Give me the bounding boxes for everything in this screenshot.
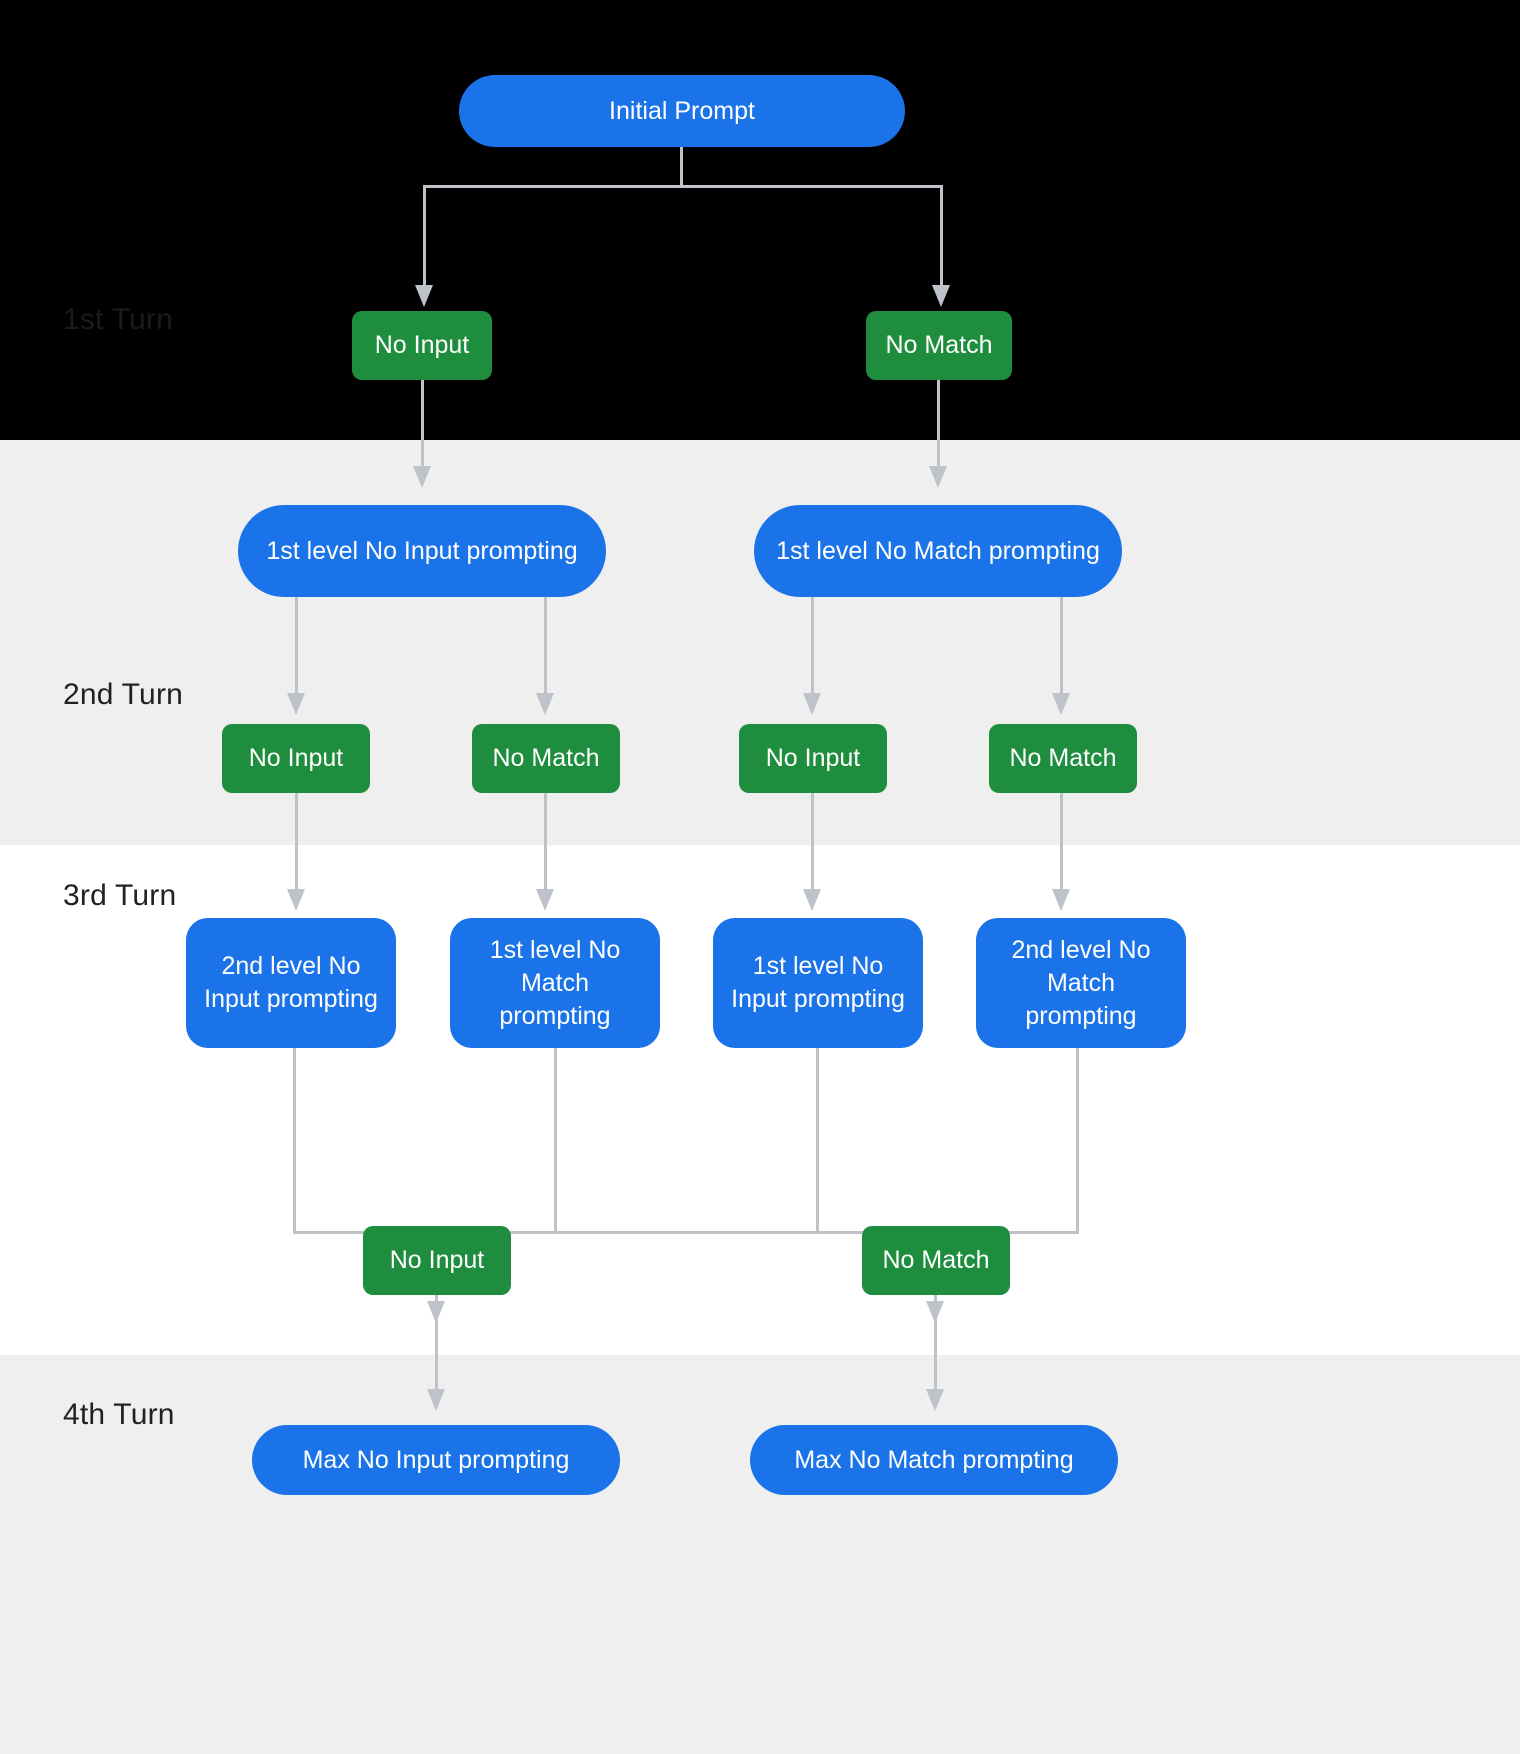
node-1st-level-no-match-prompting-turn3[interactable]: 1st level No Match prompting — [450, 918, 660, 1048]
node-1st-level-no-input-prompting-turn3[interactable]: 1st level No Input prompting — [713, 918, 923, 1048]
node-turn2-no-match-a[interactable]: No Match — [472, 724, 620, 793]
connector-root-stem — [680, 147, 683, 187]
connector-turn3-no-input-down — [435, 1295, 438, 1389]
turn-label-4th: 4th Turn — [63, 1398, 175, 1431]
node-1st-level-no-match-prompting[interactable]: 1st level No Match prompting — [754, 505, 1122, 597]
node-turn3-event-no-input[interactable]: No Input — [363, 1226, 511, 1295]
connector-merge-stem-1 — [293, 1048, 296, 1233]
turn-label-2nd: 2nd Turn — [63, 678, 184, 711]
arrowhead-turn3-no-input-down — [427, 1389, 445, 1411]
arrowhead-turn2-no-match-a-down — [536, 889, 554, 911]
node-max-no-input-prompting[interactable]: Max No Input prompting — [252, 1425, 620, 1495]
arrowhead-turn2-no-input-a-down — [287, 889, 305, 911]
node-turn1-no-input[interactable]: No Input — [352, 311, 492, 380]
node-turn2-no-input-b[interactable]: No Input — [739, 724, 887, 793]
arrowhead-no-match-prompt-to-no-input — [803, 693, 821, 715]
arrowhead-root-to-no-input — [415, 285, 433, 307]
turn-label-3rd: 3rd Turn — [63, 879, 177, 912]
node-initial-prompt[interactable]: Initial Prompt — [459, 75, 905, 147]
connector-merge-stem-2 — [554, 1048, 557, 1233]
node-max-no-match-prompting[interactable]: Max No Match prompting — [750, 1425, 1118, 1495]
node-turn1-no-match[interactable]: No Match — [866, 311, 1012, 380]
connector-root-split-bar — [423, 185, 943, 188]
arrowhead-root-to-no-match — [932, 285, 950, 307]
node-turn2-no-match-b[interactable]: No Match — [989, 724, 1137, 793]
arrowhead-no-input-prompt-to-no-input — [287, 693, 305, 715]
connector-turn1-no-input-down — [421, 380, 424, 466]
arrowhead-turn2-no-match-b-down — [1052, 889, 1070, 911]
connector-no-input-prompt-to-no-input — [295, 597, 298, 693]
connector-turn1-no-match-down — [937, 380, 940, 466]
connector-turn2-no-match-b-down — [1060, 793, 1063, 889]
connector-root-to-no-match — [940, 185, 943, 285]
connector-turn3-no-match-down — [934, 1295, 937, 1389]
arrowhead-turn2-no-input-b-down — [803, 889, 821, 911]
connector-merge-stem-3 — [816, 1048, 819, 1233]
connector-no-match-prompt-to-no-match — [1060, 597, 1063, 693]
arrowhead-turn1-no-match-down — [929, 466, 947, 488]
connector-merge-bus — [293, 1231, 1079, 1234]
connector-turn2-no-input-a-down — [295, 793, 298, 889]
node-1st-level-no-input-prompting[interactable]: 1st level No Input prompting — [238, 505, 606, 597]
connector-root-to-no-input — [423, 185, 426, 285]
connector-turn2-no-match-a-down — [544, 793, 547, 889]
arrowhead-no-input-prompt-to-no-match — [536, 693, 554, 715]
node-turn3-event-no-match[interactable]: No Match — [862, 1226, 1010, 1295]
turn-label-1st: 1st Turn — [63, 303, 173, 336]
arrowhead-turn1-no-input-down — [413, 466, 431, 488]
connector-merge-stem-4 — [1076, 1048, 1079, 1233]
turn-band-4 — [0, 1355, 1520, 1754]
node-turn2-no-input-a[interactable]: No Input — [222, 724, 370, 793]
connector-no-input-prompt-to-no-match — [544, 597, 547, 693]
connector-no-match-prompt-to-no-input — [811, 597, 814, 693]
arrowhead-turn3-no-match-down — [926, 1389, 944, 1411]
node-2nd-level-no-match-prompting[interactable]: 2nd level No Match prompting — [976, 918, 1186, 1048]
arrowhead-no-match-prompt-to-no-match — [1052, 693, 1070, 715]
turn-band-1 — [0, 0, 1520, 440]
node-2nd-level-no-input-prompting[interactable]: 2nd level No Input prompting — [186, 918, 396, 1048]
connector-turn2-no-input-b-down — [811, 793, 814, 889]
